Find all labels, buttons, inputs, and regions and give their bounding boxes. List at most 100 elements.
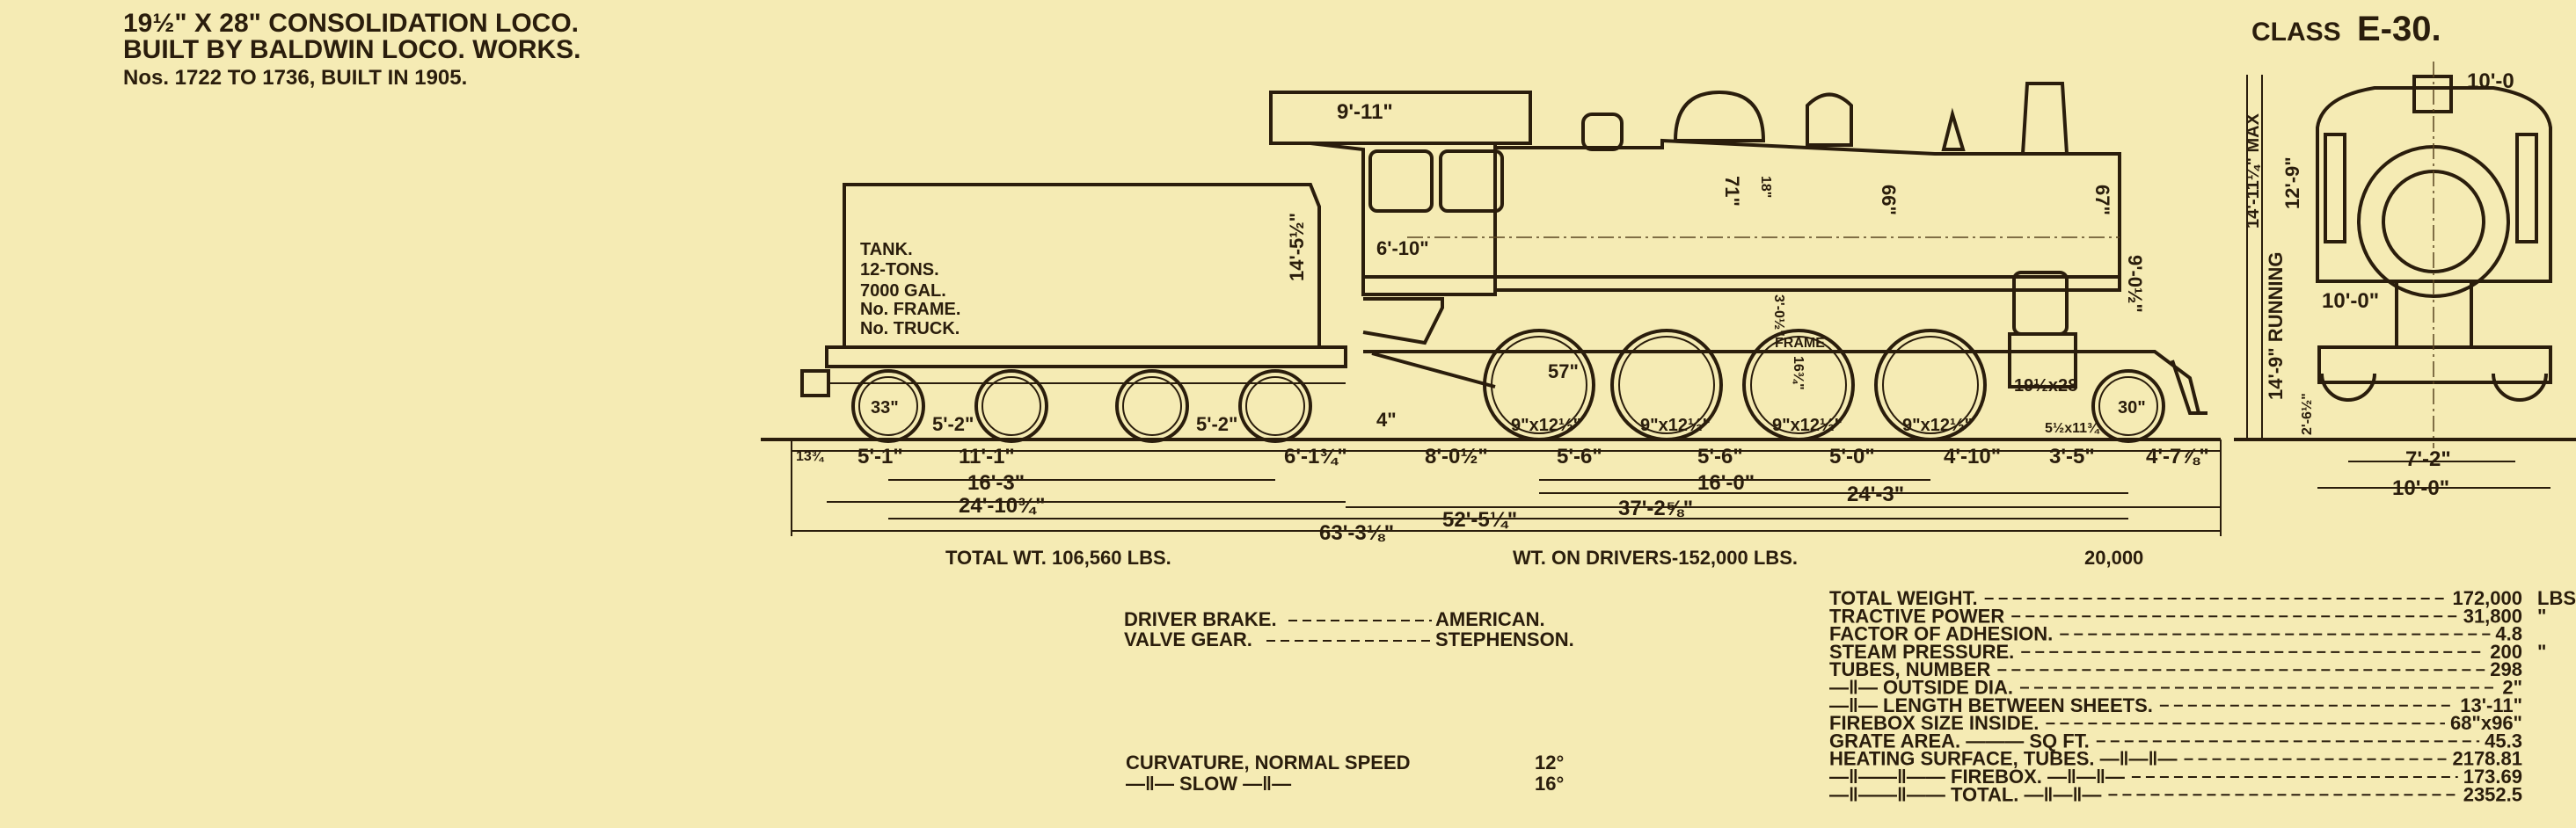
dim-row1: 13¾: [796, 449, 825, 464]
engine-side-view: [1269, 82, 2207, 443]
spec-row: —‖——‖—— TOTAL. —‖—‖—2352.5: [1829, 783, 2522, 805]
dim-boiler-67: 67": [2091, 185, 2113, 215]
equipment-value: STEPHENSON.: [1435, 628, 1574, 650]
equipment-label: VALVE GEAR.: [1124, 628, 1252, 650]
tender-gallons: 7000 GAL.: [860, 281, 946, 301]
dim-journal-4: 9"x12½": [1902, 416, 1973, 435]
dim-tender-truck-1: 5'-2": [932, 413, 974, 435]
dim-tender-truck-2: 5'-2": [1196, 413, 1237, 435]
equipment-label: DRIVER BRAKE.: [1124, 608, 1277, 630]
tender-truck-no: No. TRUCK.: [860, 319, 960, 338]
front-boiler-height: 12'-9": [2281, 156, 2303, 209]
spec-label: FIREBOX SIZE INSIDE.: [1829, 712, 2039, 734]
spec-row: —‖——‖—— FIREBOX. —‖—‖— 173.69: [1829, 766, 2522, 788]
spec-value: 200: [2490, 641, 2522, 663]
spec-value: 2": [2502, 677, 2522, 699]
front-base-width: 10'-0": [2392, 476, 2449, 500]
dim-tender-wheelbase: 16'-3": [967, 471, 1025, 495]
spec-label: GRATE AREA. ——— SQ FT.: [1829, 730, 2090, 752]
spec-unit: ": [2537, 641, 2546, 663]
class-label: CLASS E-30.: [2251, 10, 2441, 48]
dim-row1: 3'-5": [2049, 445, 2095, 468]
spec-row: HEATING SURFACE, TUBES. —‖—‖—2178.81: [1829, 748, 2522, 770]
spec-label: —‖— OUTSIDE DIA.: [1829, 677, 2013, 699]
equipment-list: DRIVER BRAKE. AMERICAN. VALVE GEAR. STEP…: [1124, 608, 1574, 650]
dim-boiler-center: 9'-0½": [2124, 255, 2146, 313]
dim-journal-3: 9"x12½": [1772, 416, 1843, 435]
spec-label: FACTOR OF ADHESION.: [1829, 623, 2053, 645]
dim-frame-height: 3'-0½": [1771, 294, 1786, 337]
curvature-value: 16°: [1535, 773, 1564, 795]
spec-label: TRACTIVE POWER: [1829, 605, 2004, 627]
dim-cylinder: 19½x28: [2014, 376, 2077, 396]
curvature-list: CURVATURE, NORMAL SPEED 12° —‖— SLOW —‖—…: [1126, 752, 1564, 795]
dim-row1: 5'-0": [1829, 445, 1875, 468]
dim-row1: 5'-6": [1557, 445, 1602, 468]
spec-label: TOTAL WEIGHT.: [1829, 587, 1978, 609]
spec-row: —‖— LENGTH BETWEEN SHEETS. 13'-11": [1829, 694, 2522, 716]
dim-frame-depth: 16¾": [1791, 356, 1806, 390]
dimension-lines: [791, 439, 2222, 536]
dim-row1: 5'-1": [857, 445, 903, 468]
driving-wheels: [1483, 329, 2165, 443]
curvature-value: 12°: [1535, 752, 1564, 774]
front-running-height: 14'-9" RUNNING: [2265, 252, 2287, 400]
title-line-3: Nos. 1722 TO 1736, BUILT IN 1905.: [123, 66, 467, 90]
dim-row1: 4'-10": [1944, 445, 2001, 468]
spec-label: —‖——‖—— FIREBOX. —‖—‖—: [1829, 766, 2125, 788]
dim-boiler-66: 66": [1878, 185, 1900, 215]
dim-frame-label: FRAME: [1775, 336, 1825, 351]
dim-row1: 4'-7⅞": [2146, 445, 2209, 468]
spec-value: 2352.5: [2463, 783, 2522, 805]
spec-value: 13'-11": [2460, 694, 2522, 716]
spec-label: STEAM PRESSURE.: [1829, 641, 2014, 663]
weight-other: 20,000: [2084, 547, 2143, 569]
tender-tons: 12-TONS.: [860, 260, 939, 280]
weights: TOTAL WT. 106,560 LBS. WT. ON DRIVERS-15…: [945, 547, 2143, 569]
spec-value: 173.69: [2463, 766, 2522, 788]
tender-wheels: [851, 369, 1312, 443]
dim-tender-wheel: 33": [871, 398, 899, 418]
title-block: 19½" X 28" CONSOLIDATION LOCO. BUILT BY …: [123, 9, 581, 90]
spec-row: FACTOR OF ADHESION. 4.8: [1829, 623, 2522, 645]
front-mid-width: 10'-0": [2322, 289, 2379, 313]
dim-driver-wheelbase: 16'-0": [1697, 471, 1755, 495]
spec-unit: ": [2537, 605, 2546, 627]
spec-row: FIREBOX SIZE INSIDE. 68"x96": [1829, 712, 2522, 734]
spec-value: 2178.81: [2452, 748, 2522, 770]
dim-row1: 5'-6": [1697, 445, 1743, 468]
front-low-height: 2'-6½": [2300, 393, 2315, 435]
spec-value: 68"x96": [2450, 712, 2522, 734]
front-top-width: 10'-0: [2467, 69, 2514, 93]
class-word: CLASS: [2251, 18, 2341, 47]
dim-row1: 11'-1": [959, 445, 1015, 468]
dim-tender-length: 24'-10¾": [959, 494, 1045, 518]
dim-pilot-wheel: 30": [2118, 398, 2146, 418]
dim-cab-roof: 9'-11": [1337, 100, 1393, 124]
tender-tank-label: TANK.: [860, 240, 913, 259]
curvature-label: CURVATURE, NORMAL SPEED: [1126, 752, 1411, 774]
dim-row1: 8'-0½": [1425, 445, 1488, 468]
spec-row: —‖— OUTSIDE DIA. 2": [1829, 677, 2522, 699]
tender-total-weight: TOTAL WT. 106,560 LBS.: [945, 547, 1171, 569]
front-view: 10'-0 10'-0" 7'-2" 10'-0" 14'-11¼" MAX 1…: [2234, 62, 2576, 500]
spec-label: TUBES, NUMBER: [1829, 658, 1990, 680]
spec-value: 4.8: [2495, 623, 2522, 645]
dim-journal-2: 9"x12½": [1640, 416, 1711, 435]
curvature-label: —‖— SLOW —‖—: [1126, 773, 1291, 795]
dim-driver-diameter: 57": [1548, 360, 1579, 382]
equipment-value: AMERICAN.: [1435, 608, 1545, 630]
dim-engine-length: 37'-2⅝": [1618, 497, 1693, 520]
spec-unit: LBS: [2537, 587, 2576, 609]
dim-boiler-71: 71": [1721, 176, 1743, 207]
front-max-height: 14'-11¼" MAX: [2244, 113, 2263, 229]
dim-cab-depth: 6'-10": [1376, 237, 1429, 259]
spec-label: —‖— LENGTH BETWEEN SHEETS.: [1829, 694, 2153, 716]
dim-row1: 6'-1¾": [1284, 445, 1347, 468]
dim-engine-wheelbase: 24'-3": [1847, 483, 1904, 506]
title-line-2: BUILT BY BALDWIN LOCO. WORKS.: [123, 35, 581, 64]
